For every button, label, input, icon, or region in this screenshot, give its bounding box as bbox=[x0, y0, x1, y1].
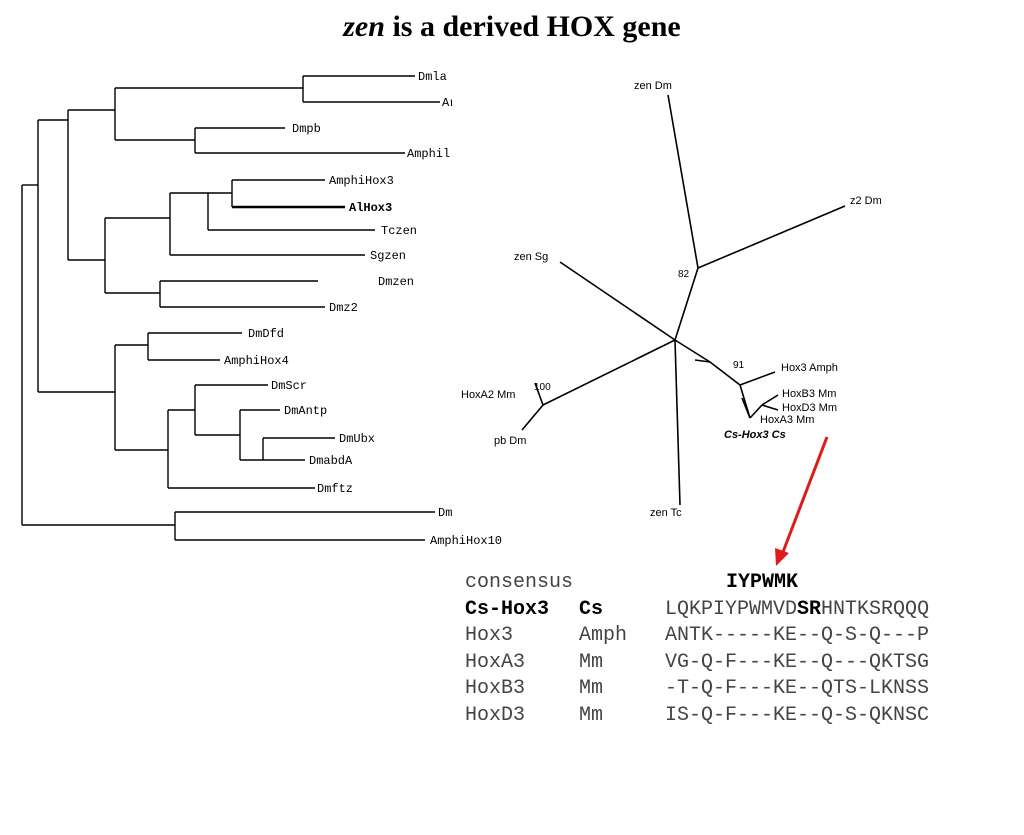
sequence: LQKPIYPWMVDSRHNTKSRQQQ bbox=[665, 597, 930, 621]
leaf-label: Sgzen bbox=[370, 249, 406, 263]
leaf-label: AmphiHox10 bbox=[430, 534, 502, 548]
leaf-label: Dm bbox=[438, 506, 452, 520]
left-cladogram-labels: Dmla Ar Dmpb Amphil AmphiHox3 AlHox3 Tcz… bbox=[224, 70, 502, 548]
sequence-alignment: consensus IYPWMK Cs-Hox3 Cs LQKPIYPWMVDS… bbox=[465, 570, 929, 730]
sequence: VG-Q-F---KE--Q---QKTSG bbox=[665, 650, 930, 674]
alignment-row: HoxA3 Mm VG-Q-F---KE--Q---QKTSG bbox=[465, 650, 929, 677]
alignment-consensus-row: consensus IYPWMK bbox=[465, 570, 798, 597]
leaf-label: DmUbx bbox=[339, 432, 375, 446]
gene-name: Hox3 bbox=[465, 624, 514, 647]
leaf-label: AmphiHox4 bbox=[224, 354, 289, 368]
leaf-label: Dmzen bbox=[378, 275, 414, 289]
leaf-label: DmabdA bbox=[309, 454, 353, 468]
tree-label: Hox3 Amph bbox=[781, 362, 838, 374]
tree-label: zen Dm bbox=[634, 80, 672, 92]
tree-label: z2 Dm bbox=[850, 195, 882, 207]
alignment-row: HoxB3 Mm -T-Q-F---KE--QTS-LKNSS bbox=[465, 676, 929, 703]
crop-mask bbox=[452, 60, 466, 530]
unrooted-tree-labels: zen Dm z2 Dm zen Sg 82 91 Hox3 Amph HoxB… bbox=[461, 80, 882, 519]
tree-label: pb Dm bbox=[494, 435, 526, 447]
leaf-label-highlight: AlHox3 bbox=[349, 201, 392, 215]
species-name: Amph bbox=[579, 624, 628, 647]
tree-label: HoxA2 Mm bbox=[461, 389, 515, 401]
bootstrap-value: 91 bbox=[733, 360, 745, 371]
consensus-motif: IYPWMK bbox=[726, 571, 799, 594]
alignment-row: Hox3 Amph ANTK-----KE--Q-S-Q---P bbox=[465, 623, 929, 650]
bootstrap-value: 100 bbox=[534, 382, 551, 393]
gene-name: Cs-Hox3 bbox=[465, 597, 550, 621]
gene-name: HoxB3 bbox=[465, 677, 526, 700]
leaf-label: Dmla bbox=[418, 70, 447, 84]
leaf-label: AmphiHox3 bbox=[329, 174, 394, 188]
leaf-label: Dmpb bbox=[292, 122, 321, 136]
consensus-label: consensus bbox=[465, 571, 574, 594]
tree-label: zen Tc bbox=[650, 507, 682, 519]
tree-label: zen Sg bbox=[514, 251, 548, 263]
species-name: Mm bbox=[579, 703, 604, 727]
leaf-label: DmDfd bbox=[248, 327, 284, 341]
sequence: IS-Q-F---KE--Q-S-QKNSC bbox=[665, 703, 930, 727]
alignment-row: Cs-Hox3 Cs LQKPIYPWMVDSRHNTKSRQQQ bbox=[465, 597, 929, 624]
species-name: Mm bbox=[579, 650, 604, 674]
sequence: ANTK-----KE--Q-S-Q---P bbox=[665, 624, 930, 647]
unrooted-tree bbox=[521, 94, 846, 506]
leaf-label: Tczen bbox=[381, 224, 417, 238]
tree-label-highlight: Cs-Hox3 Cs bbox=[724, 429, 786, 441]
tree-label: HoxA3 Mm bbox=[760, 414, 814, 426]
gene-name: HoxA3 bbox=[465, 650, 526, 674]
alignment-row: HoxD3 Mm IS-Q-F---KE--Q-S-QKNSC bbox=[465, 703, 929, 730]
slide-title: zen is a derived HOX gene bbox=[0, 10, 1024, 44]
title-italic: zen bbox=[343, 10, 385, 43]
leaf-label: Dmz2 bbox=[329, 301, 358, 315]
leaf-label: Amphil bbox=[407, 147, 450, 161]
tree-label: HoxD3 Mm bbox=[782, 402, 837, 414]
gene-name: HoxD3 bbox=[465, 703, 526, 727]
leaf-label: DmAntp bbox=[284, 404, 327, 418]
tree-label: HoxB3 Mm bbox=[782, 388, 836, 400]
species-name: Cs bbox=[579, 597, 604, 621]
phylogeny-figure: Dmla Ar Dmpb Amphil AmphiHox3 AlHox3 Tcz… bbox=[21, 60, 882, 566]
left-cladogram bbox=[21, 75, 440, 541]
title-rest: is a derived HOX gene bbox=[384, 10, 681, 43]
species-name: Mm bbox=[579, 677, 604, 700]
sequence: -T-Q-F---KE--QTS-LKNSS bbox=[665, 677, 930, 700]
red-arrow bbox=[775, 436, 829, 566]
leaf-label: Dmftz bbox=[317, 482, 353, 496]
bootstrap-value: 82 bbox=[678, 269, 690, 280]
leaf-label: DmScr bbox=[271, 379, 307, 393]
